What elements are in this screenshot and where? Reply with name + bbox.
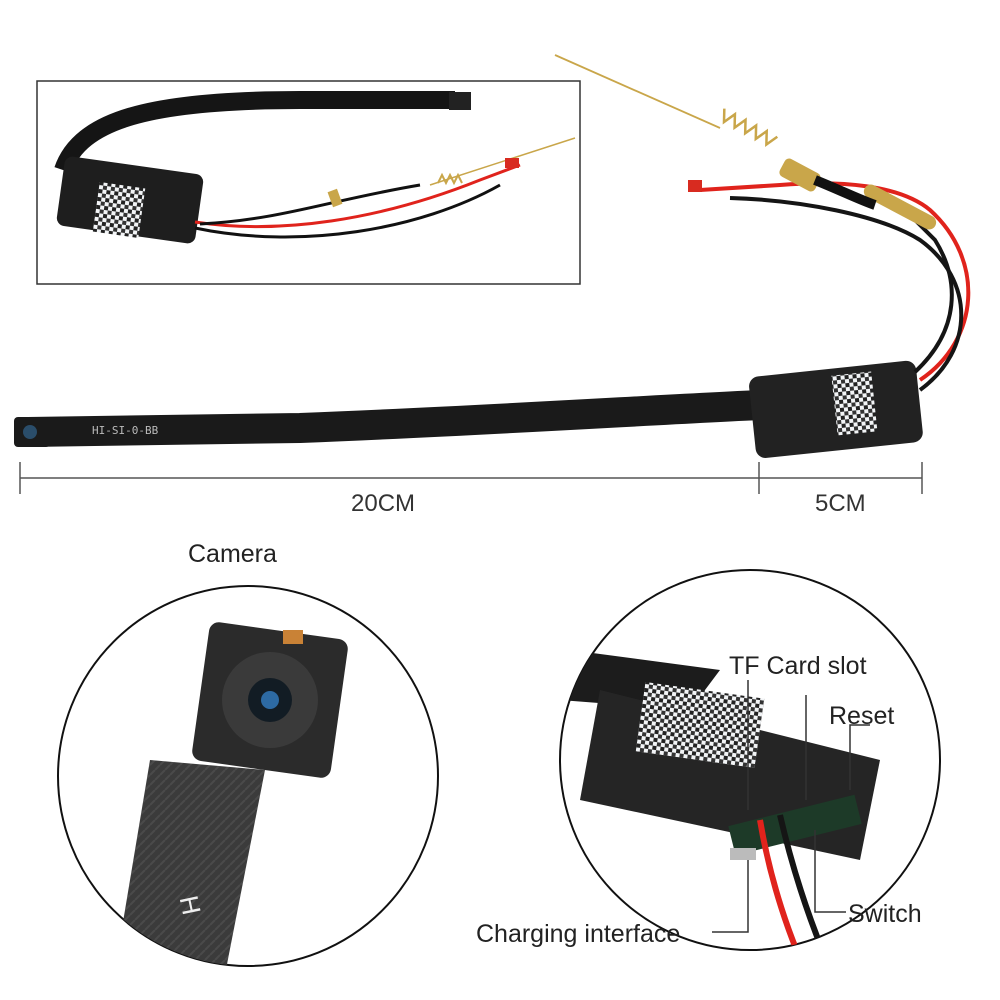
zoom-usb-port	[730, 848, 756, 860]
module-length-label: 5CM	[815, 490, 866, 517]
zoom-lens	[261, 691, 279, 709]
red-connector	[688, 180, 702, 192]
antenna-coil	[722, 108, 779, 148]
zoom-qr-label	[635, 681, 765, 769]
inset-red-connector	[505, 158, 519, 168]
tf-card-slot-label: TF Card slot	[729, 652, 867, 680]
dimension-ruler	[19, 462, 923, 494]
zoom-black-wire	[777, 814, 838, 950]
inset-red-wire	[194, 163, 521, 229]
inset-antenna-wire	[429, 137, 576, 186]
reset-leader	[849, 724, 870, 790]
qr-label	[831, 371, 878, 436]
camera-module	[749, 360, 923, 458]
antenna-base	[863, 184, 937, 230]
cable-length-label: 20CM	[351, 490, 416, 517]
inset-black-wire	[194, 183, 501, 239]
cable-code-text: HI-SI-0-BB	[92, 424, 159, 437]
black-wire	[729, 196, 964, 392]
inset-ribbon-cable	[54, 91, 455, 174]
callout-lines	[712, 680, 870, 933]
switch-label: Switch	[848, 900, 922, 928]
module-zoom-circle	[559, 569, 941, 951]
switch-leader	[814, 830, 846, 913]
main-product	[14, 54, 971, 458]
zoom-red-wire	[757, 819, 813, 950]
ribbon-cable	[27, 390, 761, 447]
inset-photo	[36, 80, 581, 285]
camera-zoom-circle: H	[57, 585, 439, 967]
reset-label: Reset	[829, 702, 895, 730]
inset-lens-head	[449, 92, 471, 110]
charging-interface-label: Charging interface	[476, 920, 681, 948]
inset-antenna-base	[327, 188, 343, 208]
inset-qr-label	[92, 182, 146, 238]
antenna-coupler	[779, 158, 821, 192]
antenna-wire	[554, 54, 721, 129]
charging-leader	[712, 860, 749, 933]
camera-label: Camera	[188, 540, 277, 568]
red-wire	[699, 181, 971, 382]
